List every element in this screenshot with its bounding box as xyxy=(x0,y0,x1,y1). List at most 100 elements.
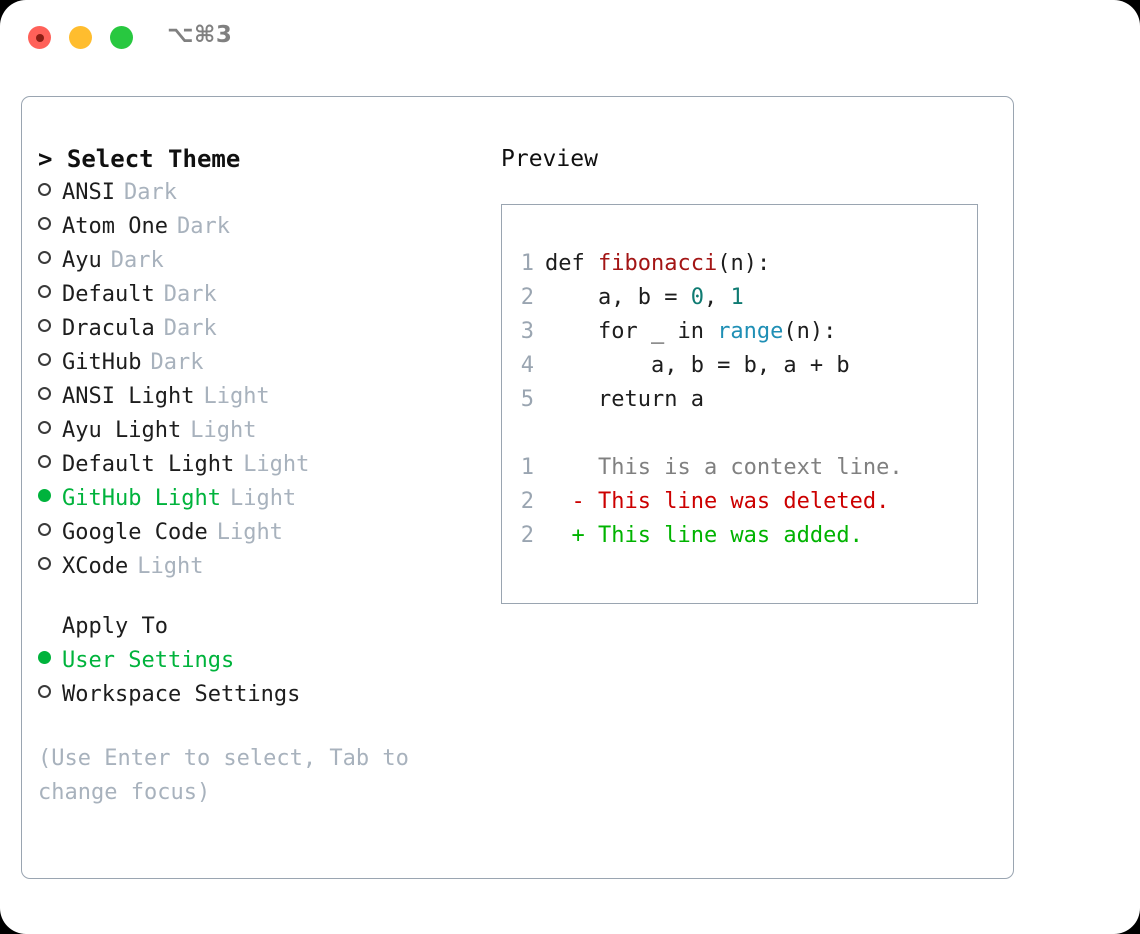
theme-option-label: ANSI xyxy=(62,180,115,205)
diff-line-number: 1 xyxy=(520,455,534,480)
radio-selected-icon xyxy=(38,489,51,502)
code-token: (n): xyxy=(783,319,837,344)
radio-unselected-icon xyxy=(38,685,51,698)
code-token: def xyxy=(545,251,598,276)
code-line-number: 2 xyxy=(520,285,534,310)
theme-option-google-code[interactable]: Google Code Light xyxy=(38,516,498,550)
theme-option-ansi[interactable]: ANSI Dark xyxy=(38,176,498,210)
theme-variant-tag: Dark xyxy=(163,316,217,341)
code-token: return a xyxy=(545,387,704,412)
theme-variant-tag: Dark xyxy=(163,282,217,307)
diff-line-number: 2 xyxy=(520,523,534,548)
code-line: 2 a, b = 0, 1 xyxy=(520,281,977,315)
keyboard-hint-text: (Use Enter to select, Tab to change focu… xyxy=(38,746,409,805)
theme-option-label: XCode xyxy=(62,554,129,579)
code-line-number: 4 xyxy=(520,353,534,378)
diff-line-text: This is a context line. xyxy=(545,455,903,480)
radio-unselected-icon xyxy=(38,251,51,264)
code-line-number: 5 xyxy=(520,387,534,412)
radio-selected-icon xyxy=(38,651,51,664)
minimize-button[interactable] xyxy=(69,26,92,49)
radio-unselected-icon xyxy=(38,285,51,298)
theme-variant-tag: Light xyxy=(229,486,297,511)
theme-variant-tag: Dark xyxy=(176,214,230,239)
code-token: (n): xyxy=(717,251,771,276)
apply-to-option-label: Workspace Settings xyxy=(62,682,301,707)
apply-to-option-workspace-settings[interactable]: Workspace Settings xyxy=(38,678,498,712)
radio-unselected-icon xyxy=(38,319,51,332)
diff-line-text: + This line was added. xyxy=(545,523,863,548)
code-token: for _ in xyxy=(545,319,718,344)
code-line-number: 1 xyxy=(520,251,534,276)
theme-option-label: GitHub xyxy=(62,350,142,375)
theme-variant-tag: Light xyxy=(190,418,257,443)
radio-unselected-icon xyxy=(38,353,51,366)
theme-variant-tag: Light xyxy=(137,554,204,579)
radio-unselected-icon xyxy=(38,421,51,434)
theme-option-label: GitHub Light xyxy=(62,486,221,511)
diff-line-del: 2 - This line was deleted. xyxy=(520,485,977,519)
preview-heading: Preview xyxy=(501,146,598,172)
code-token: 1 xyxy=(730,285,744,310)
radio-unselected-icon xyxy=(38,455,51,468)
theme-variant-tag: Light xyxy=(216,520,283,545)
apply-to-option-label: User Settings xyxy=(62,648,235,673)
theme-option-label: Default Light xyxy=(62,452,235,477)
traffic-light-buttons xyxy=(28,26,133,49)
theme-option-label: Default xyxy=(62,282,155,307)
code-line: 4 a, b = b, a + b xyxy=(520,349,977,383)
radio-unselected-icon xyxy=(38,557,51,570)
diff-line-number: 2 xyxy=(520,489,534,514)
radio-unselected-icon xyxy=(38,523,51,536)
radio-unselected-icon xyxy=(38,183,51,196)
select-theme-heading: > Select Theme xyxy=(38,145,241,173)
apply-to-heading: Apply To xyxy=(62,614,168,639)
code-token: a, b = xyxy=(545,285,691,310)
code-token: a, b = b, a + b xyxy=(545,353,850,378)
title-bar: ⌥⌘3 xyxy=(0,0,1140,78)
theme-variant-tag: Dark xyxy=(123,180,177,205)
code-diff-separator xyxy=(520,417,977,451)
diff-line-text: - This line was deleted. xyxy=(545,489,890,514)
code-line: 1 def fibonacci(n): xyxy=(520,247,977,281)
theme-option-label: Ayu Light xyxy=(62,418,182,443)
diff-line-add: 2 + This line was added. xyxy=(520,519,977,553)
theme-option-label: Dracula xyxy=(62,316,155,341)
theme-option-dracula[interactable]: Dracula Dark xyxy=(38,312,498,346)
radio-unselected-icon xyxy=(38,217,51,230)
code-line-number: 3 xyxy=(520,319,534,344)
code-token: fibonacci xyxy=(597,251,718,276)
theme-option-ayu[interactable]: Ayu Dark xyxy=(38,244,498,278)
close-button[interactable] xyxy=(28,26,51,49)
code-token: 0 xyxy=(690,285,704,310)
theme-option-default-light[interactable]: Default Light Light xyxy=(38,448,498,482)
apply-to-option-user-settings[interactable]: User Settings xyxy=(38,644,498,678)
theme-variant-tag: Light xyxy=(243,452,310,477)
theme-option-ayu-light[interactable]: Ayu Light Light xyxy=(38,414,498,448)
keyboard-shortcut-label: ⌥⌘3 xyxy=(167,22,233,48)
theme-option-default[interactable]: Default Dark xyxy=(38,278,498,312)
code-line: 3 for _ in range(n): xyxy=(520,315,977,349)
theme-variant-tag: Dark xyxy=(110,248,164,273)
code-line: 5 return a xyxy=(520,383,977,417)
code-token: range xyxy=(717,319,784,344)
theme-option-xcode[interactable]: XCode Light xyxy=(38,550,498,584)
zoom-button[interactable] xyxy=(110,26,133,49)
theme-option-github-light[interactable]: GitHub Light Light xyxy=(38,482,498,516)
theme-option-label: Google Code xyxy=(62,520,208,545)
diff-line-ctx: 1 This is a context line. xyxy=(520,451,977,485)
radio-unselected-icon xyxy=(38,387,51,400)
theme-variant-tag: Light xyxy=(203,384,270,409)
theme-option-label: Ayu xyxy=(62,248,102,273)
